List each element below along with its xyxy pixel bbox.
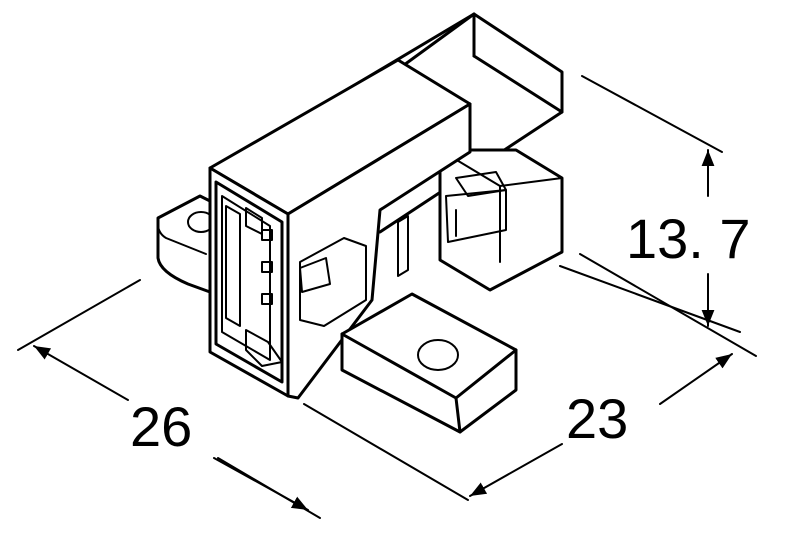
dimension-depth [17,279,321,519]
front-housing [208,58,472,400]
rear-base-block [438,148,564,292]
right-mounting-flange [340,292,518,434]
dimension-width-label: 23 [566,387,628,450]
dimension-height-label: 13. 7 [626,207,751,270]
dimension-height [559,75,741,333]
dimension-depth-label: 26 [130,395,192,458]
